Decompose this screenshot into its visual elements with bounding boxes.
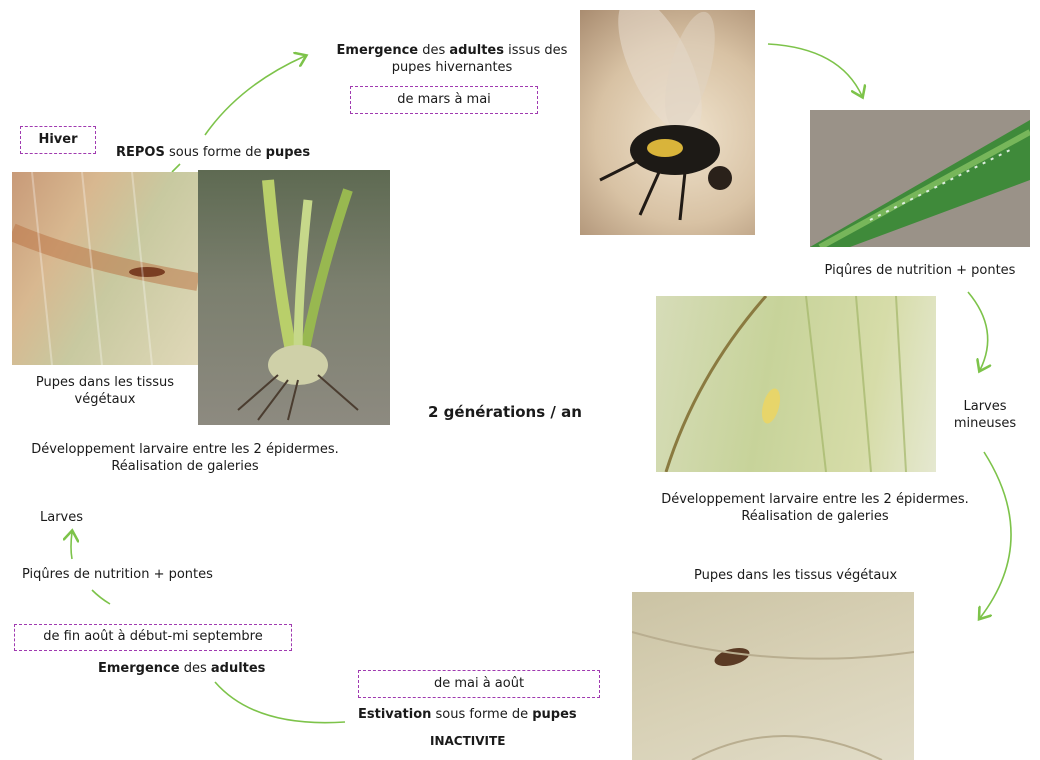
summer-period-box: de mai à août [358,670,600,698]
leaf-pupa-photo [12,172,198,365]
right-dev-caption: Développement larvaire entre les 2 épide… [640,491,990,525]
estivation-label: Estivation sous forme de pupes [358,706,577,723]
leaf-gallery-photo [656,296,936,472]
arrow-repos-down [172,164,180,172]
autumn-period-box: de fin août à début-mi septembre [14,624,292,651]
autumn-piqures-label: Piqûres de nutrition + pontes [22,566,213,583]
arrow-piqures-to-larves-left [71,532,72,559]
arrow-estivation-to-emergence [215,682,345,723]
arrow-larves-to-pupes [980,452,1011,618]
right-piqures-label: Piqûres de nutrition + pontes [800,262,1040,279]
autumn-emergence-label: Emergence des adultes [98,660,265,677]
winter-dev-caption: Développement larvaire entre les 2 épide… [10,441,360,475]
pupa-in-tissue-photo [632,592,914,760]
arrow-repos-to-emergence [205,56,305,135]
arrow-fly-to-leaf [768,44,862,96]
generations-title: 2 générations / an [428,404,582,421]
arrow-emergence-to-piqures [92,590,110,604]
winter-badge: Hiver [20,126,96,154]
spring-emergence-label: Emergence des adultes issus des pupes hi… [322,42,582,76]
arrow-piqures-to-larves [968,292,988,370]
leaf-eggs-photo [810,110,1030,247]
autumn-larves-label: Larves [40,509,83,526]
right-pupes-label: Pupes dans les tissus végétaux [694,567,897,584]
repos-label: REPOS sous forme de pupes [116,144,310,161]
inactivite-label: INACTIVITE [430,733,505,750]
spring-period-box: de mars à mai [350,86,538,114]
bulb-roots-photo [198,170,390,425]
fly-photo [580,10,755,235]
